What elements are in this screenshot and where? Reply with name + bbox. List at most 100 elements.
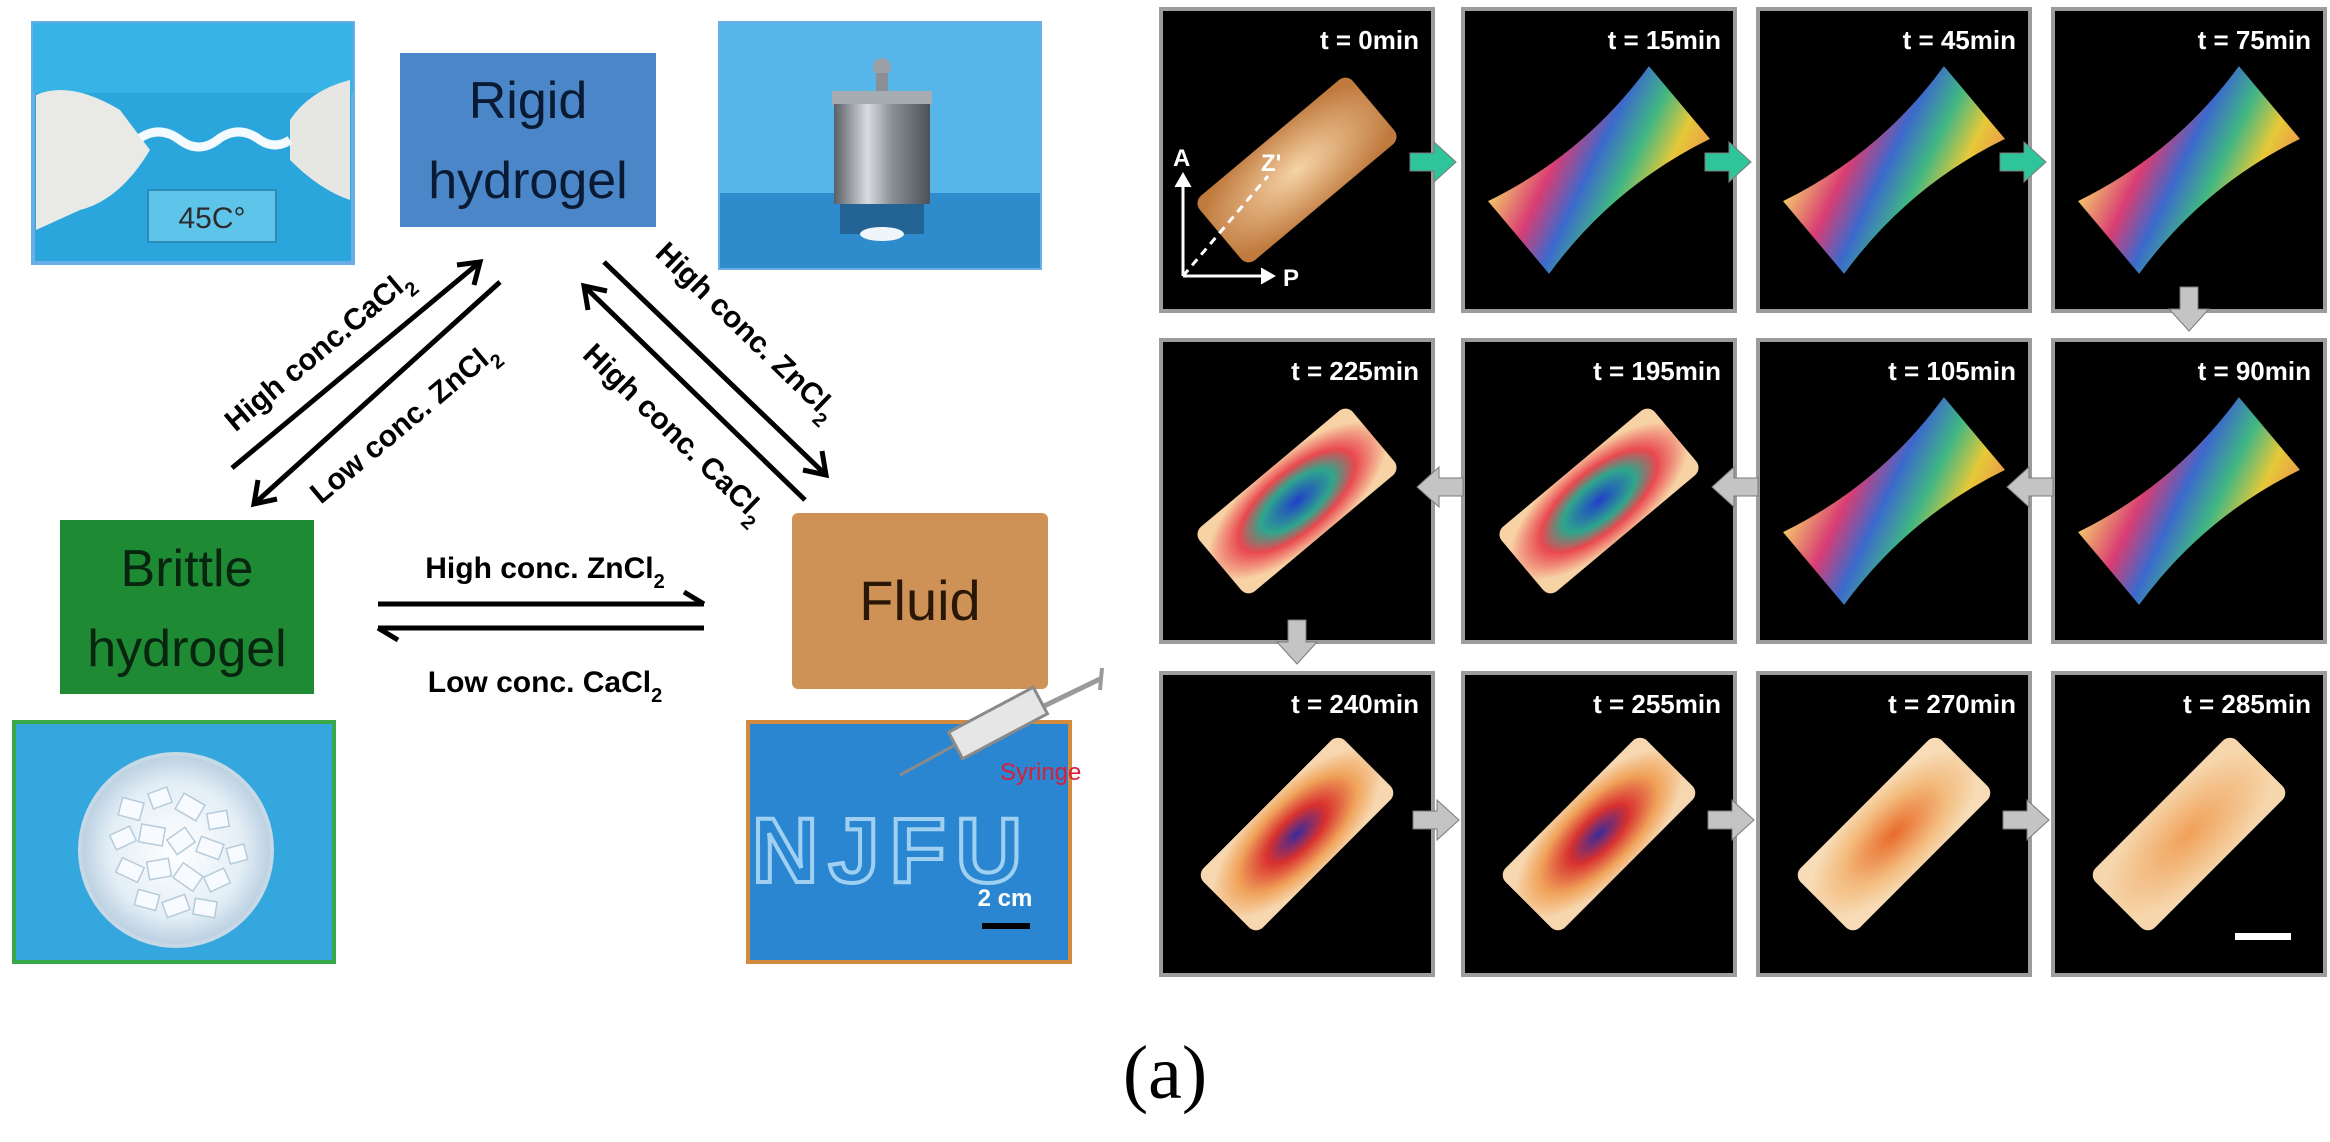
brittle-rigid-arrows xyxy=(230,259,502,508)
gel-sample xyxy=(2078,66,2300,274)
stretch-label-bg xyxy=(147,189,277,243)
axis-a-head xyxy=(1174,171,1192,188)
gel-shape xyxy=(1783,66,2005,274)
arrow-to-fluid-head xyxy=(802,450,830,479)
frame-time-label: t = 270min xyxy=(1888,689,2016,719)
arrow-to-brittle xyxy=(252,280,502,506)
frame-time-label: t = 0min xyxy=(1320,25,1419,55)
gel-sample xyxy=(1783,66,2005,274)
hydrogel-fragments xyxy=(108,786,249,919)
figure-caption: (a) xyxy=(1122,1031,1208,1115)
timelapse-frame: t = 195min xyxy=(1461,338,1737,644)
frame-time-label: t = 15min xyxy=(1608,25,1721,55)
weight-body xyxy=(834,104,930,204)
gel-shape xyxy=(1502,737,1696,931)
gel-shape xyxy=(1488,66,1710,274)
axis-p-head xyxy=(1260,267,1277,285)
timelapse-frame: t = 255min xyxy=(1461,671,1737,977)
syringe-label: Syringe xyxy=(1000,759,1081,786)
arrow-left xyxy=(1711,465,1759,509)
timelapse-frame: t = 270min xyxy=(1756,671,2032,977)
brittle-hydrogel-box: Brittle hydrogel xyxy=(60,520,314,694)
brittle-line1: Brittle xyxy=(121,540,254,598)
arrow-to-fluid-h-head xyxy=(682,589,706,607)
arrow-to-brittle-h-head xyxy=(376,625,400,643)
gel-sample xyxy=(1797,737,1991,931)
label-high-zncl2-h-sub: 2 xyxy=(654,571,665,593)
frame-time-label: t = 45min xyxy=(1903,25,2016,55)
gel-sample xyxy=(1502,737,1696,931)
photo-dish xyxy=(12,720,336,964)
label-high-cacl2-diag-text: High conc. CaCl xyxy=(576,338,764,522)
gel-sample xyxy=(1197,408,1397,594)
arrow-down xyxy=(1275,619,1319,665)
label-high-zncl2-h-text: High conc. ZnCl xyxy=(425,552,653,585)
arrow-to-brittle-head xyxy=(250,479,278,508)
brittle-fluid-arrows xyxy=(376,589,706,643)
axis-z-line xyxy=(1181,175,1270,277)
arrow-right xyxy=(1707,798,1755,842)
label-low-cacl2-h: Low conc. CaCl2 xyxy=(428,666,662,707)
frame-time-label: t = 255min xyxy=(1593,689,1721,719)
arrow-left xyxy=(1416,465,1464,509)
arrow-to-rigid-2 xyxy=(582,284,807,502)
arrow-right xyxy=(1409,140,1457,184)
label-low-zncl2-text: Low conc. ZnCl xyxy=(304,342,495,510)
label-low-cacl2-h-text: Low conc. CaCl xyxy=(428,666,651,699)
gel-sample xyxy=(1197,77,1397,263)
gel-disc xyxy=(860,227,904,241)
gel-sample xyxy=(1783,397,2005,605)
photo-syringe: NJFU Syringe 2 cm xyxy=(746,667,1104,964)
scale-bar-left xyxy=(982,923,1030,929)
frame-time-label: t = 75min xyxy=(2198,25,2311,55)
rigid-box-fill xyxy=(400,53,656,227)
timelapse-frame: t = 90min xyxy=(2051,338,2327,644)
written-njfu: NJFU xyxy=(752,800,1032,902)
gel-sample xyxy=(1200,737,1394,931)
fluid-box: Fluid xyxy=(792,513,1048,689)
rigid-line2: hydrogel xyxy=(428,152,627,210)
arrow-right xyxy=(1999,140,2047,184)
frame-time-label: t = 90min xyxy=(2198,356,2311,386)
gel-shape xyxy=(1797,737,1991,931)
timelapse-frame: t = 75min xyxy=(2051,7,2327,313)
stretched-gel xyxy=(137,127,293,152)
weight-knob xyxy=(873,58,891,76)
timelapse-frame: t = 225min xyxy=(1159,338,1435,644)
glove-left xyxy=(36,90,150,230)
gel-shape xyxy=(1499,408,1699,594)
syringe-icon xyxy=(899,667,1104,777)
gel-sample xyxy=(1488,66,1710,274)
label-high-zncl2-h: High conc. ZnCl2 xyxy=(425,552,664,593)
gel-sample xyxy=(2092,737,2286,931)
scale-bar-right xyxy=(2235,933,2291,940)
axis-a-label: A xyxy=(1173,145,1190,172)
rigid-hydrogel-box: Rigid hydrogel xyxy=(400,53,656,227)
rigid-fluid-arrows xyxy=(580,260,830,502)
weight-cap xyxy=(832,91,932,105)
polarizer-axes: A P Z' xyxy=(1173,145,1299,292)
brittle-box-fill xyxy=(60,520,314,694)
fluid-box-fill xyxy=(792,513,1048,689)
brittle-line2: hydrogel xyxy=(87,620,286,678)
gel-sample xyxy=(1499,408,1699,594)
label-low-cacl2-h-sub: 2 xyxy=(651,685,662,707)
photo-syringe-bg xyxy=(746,720,1072,964)
arrow-left xyxy=(2006,465,2054,509)
gel-shape xyxy=(2078,397,2300,605)
arrow-to-rigid-head xyxy=(456,259,484,286)
frame-time-label: t = 105min xyxy=(1888,356,2016,386)
timelapse-frame: t = 105min xyxy=(1756,338,2032,644)
label-low-zncl2: Low conc. ZnCl2 xyxy=(304,335,509,516)
axis-z-label: Z' xyxy=(1261,150,1281,177)
frame-time-label: t = 240min xyxy=(1291,689,1419,719)
svg-text:Low conc. ZnCl2: Low conc. ZnCl2 xyxy=(304,335,509,516)
gel-shape xyxy=(2092,737,2286,931)
timelapse-frame: t = 15min xyxy=(1461,7,1737,313)
gel-shape xyxy=(1197,77,1397,263)
axis-p-label: P xyxy=(1283,265,1299,292)
arrow-down xyxy=(2167,286,2211,332)
